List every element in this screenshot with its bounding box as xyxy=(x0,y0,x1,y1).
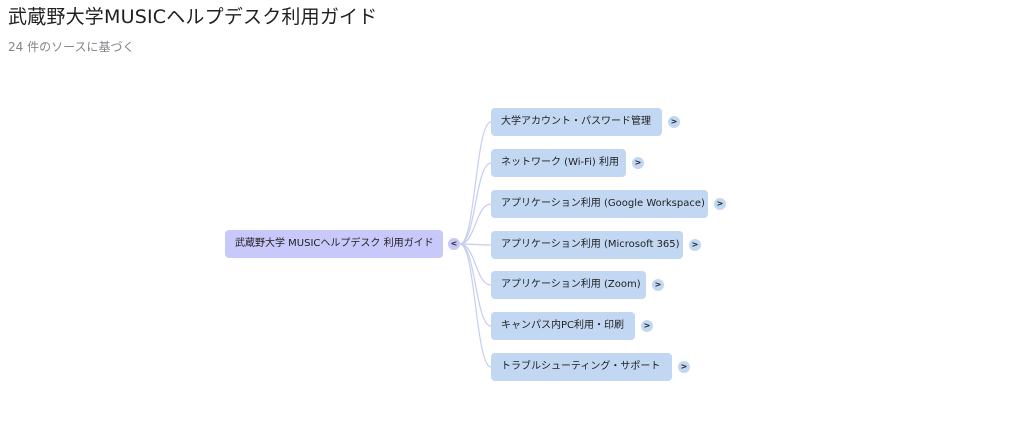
mindmap-link xyxy=(459,121,492,245)
mindmap-node-network[interactable]: ネットワーク (Wi-Fi) 利用 xyxy=(491,149,626,177)
mindmap-link xyxy=(459,162,492,245)
expand-toggle-icon[interactable]: > xyxy=(641,320,653,332)
root-node-label: 武蔵野大学 MUSICヘルプデスク 利用ガイド xyxy=(235,238,434,249)
mindmap-link xyxy=(459,243,492,246)
mindmap-link xyxy=(459,203,492,245)
expand-toggle-icon[interactable]: > xyxy=(689,239,701,251)
expand-toggle-icon[interactable]: > xyxy=(632,157,644,169)
mindmap-link xyxy=(459,243,492,327)
mindmap-node-zoom[interactable]: アプリケーション利用 (Zoom) xyxy=(491,271,646,299)
mindmap-node-google-workspace[interactable]: アプリケーション利用 (Google Workspace) xyxy=(491,190,708,218)
expand-toggle-icon[interactable]: > xyxy=(714,198,726,210)
mindmap-node-account[interactable]: 大学アカウント・パスワード管理 xyxy=(491,108,662,136)
node-label: ネットワーク (Wi-Fi) 利用 xyxy=(501,157,620,168)
node-label: アプリケーション利用 (Microsoft 365) xyxy=(501,239,680,250)
expand-toggle-icon[interactable]: > xyxy=(652,279,664,291)
mindmap-node-troubleshooting[interactable]: トラブルシューティング・サポート xyxy=(491,353,672,381)
node-label: アプリケーション利用 (Zoom) xyxy=(501,279,641,290)
mindmap-link xyxy=(459,243,492,286)
node-label: トラブルシューティング・サポート xyxy=(501,361,661,372)
node-label: アプリケーション利用 (Google Workspace) xyxy=(501,198,705,209)
collapse-toggle-icon[interactable]: < xyxy=(448,238,460,250)
mindmap-node-microsoft-365[interactable]: アプリケーション利用 (Microsoft 365) xyxy=(491,231,683,259)
mindmap-node-campus-pc[interactable]: キャンパス内PC利用・印刷 xyxy=(491,312,635,340)
header: 武蔵野大学MUSICヘルプデスク利用ガイド 24 件のソースに基づく xyxy=(8,4,377,55)
node-label: キャンパス内PC利用・印刷 xyxy=(501,320,625,331)
node-label: 大学アカウント・パスワード管理 xyxy=(501,116,651,127)
mindmap-link xyxy=(459,243,492,368)
mindmap-root-node[interactable]: 武蔵野大学 MUSICヘルプデスク 利用ガイド xyxy=(225,230,443,258)
source-count: 24 件のソースに基づく xyxy=(8,40,135,54)
expand-toggle-icon[interactable]: > xyxy=(678,361,690,373)
page-title: 武蔵野大学MUSICヘルプデスク利用ガイド xyxy=(8,6,378,28)
expand-toggle-icon[interactable]: > xyxy=(668,116,680,128)
